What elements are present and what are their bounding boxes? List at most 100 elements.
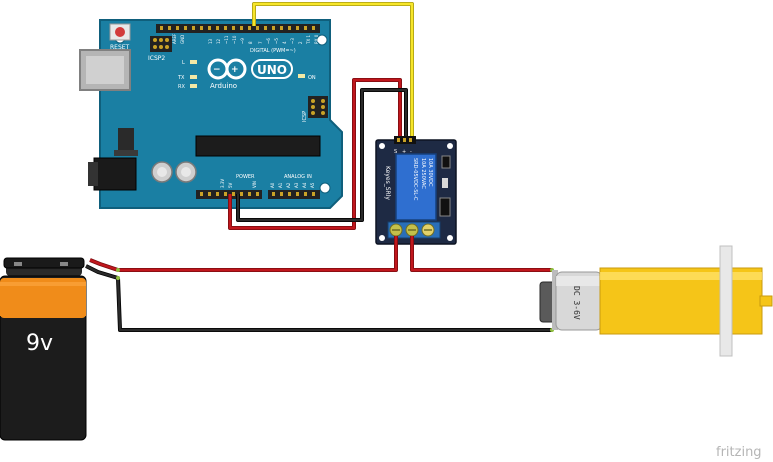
header-pin — [184, 26, 187, 30]
status-leds: L TX RX ON — [177, 60, 316, 90]
header-pin — [176, 26, 179, 30]
pin-label: ~3 — [290, 38, 295, 44]
vin-pin-label: VIN — [252, 181, 257, 188]
aref-pin-label: AREF — [172, 33, 177, 44]
pin-label: 13 — [208, 38, 213, 44]
pin-label: A0 — [270, 182, 275, 188]
header-pin — [256, 26, 259, 30]
header-pin — [312, 26, 315, 30]
v5-pin-label: 5V — [228, 182, 233, 188]
icsp2-header — [150, 36, 172, 52]
icsp-label: ICSP — [302, 111, 308, 122]
header-pin — [280, 26, 283, 30]
header-pin — [240, 192, 243, 196]
header-pin — [200, 192, 203, 196]
header-pin — [248, 192, 251, 196]
battery-label: 9v — [26, 331, 53, 356]
header-pin — [296, 26, 299, 30]
v33-pin-label: 3.3V — [220, 179, 225, 188]
header-pin — [248, 26, 251, 30]
pin-label: A4 — [302, 182, 307, 188]
pin-label: ~5 — [274, 38, 279, 44]
header-pin — [312, 192, 315, 196]
header-pin — [224, 192, 227, 196]
header-pin — [160, 26, 163, 30]
pin-label: A2 — [286, 182, 291, 188]
header-pin — [192, 26, 195, 30]
dc-jack — [93, 157, 137, 191]
pin-label: TX 1 — [306, 35, 311, 45]
header-pin — [288, 26, 291, 30]
pin-label: A1 — [278, 182, 283, 188]
pin-label: A5 — [310, 182, 315, 188]
relay-pin-minus — [409, 138, 412, 142]
tx-label: TX — [177, 75, 185, 81]
analog-label: ANALOG IN — [284, 174, 312, 180]
header-pin — [272, 26, 275, 30]
pin-label: 4 — [282, 41, 287, 44]
relay-brand-label: Keyes_SRly — [384, 166, 391, 200]
header-pin — [232, 26, 235, 30]
voltage-regulator — [118, 128, 134, 150]
pin-label: RX 0 — [314, 34, 319, 44]
header-pin — [296, 192, 299, 196]
relay-spec1-label: 10A 250VAC — [420, 158, 426, 189]
arduino-uno-board: RESET ICSP 2 DIGITAL (PWM=~) 13 12 ~11 ~1… — [79, 19, 343, 209]
header-pin — [208, 26, 211, 30]
pin-label: A3 — [294, 182, 299, 188]
power-label: POWER — [236, 174, 255, 180]
digital-header — [156, 24, 320, 33]
header-pin — [280, 192, 283, 196]
relay-module: S + - SRD-05VDC-SL-C 10A 250VAC 10A 30VD… — [375, 136, 457, 245]
gnd-pin-label: GND — [180, 35, 185, 44]
header-pin — [240, 26, 243, 30]
header-pin — [232, 192, 235, 196]
model-label: UNO — [257, 63, 287, 77]
pin-label: 8 — [248, 41, 253, 44]
header-pin — [272, 192, 275, 196]
relay-cube — [395, 153, 437, 221]
reset-label: RESET — [110, 44, 130, 51]
on-label: ON — [308, 75, 316, 81]
pin-label: ~6 — [266, 38, 271, 44]
dc-gear-motor: DC 3-6V — [539, 245, 773, 357]
pin-label: 7 — [258, 41, 263, 44]
relay-model-label: SRD-05VDC-SL-C — [412, 158, 418, 201]
svg-text:+: + — [231, 65, 239, 75]
atmega-chip — [195, 135, 321, 157]
l-label: L — [182, 60, 185, 66]
pin-label: ~11 — [224, 35, 229, 44]
relay-spec2-label: 10A 30VDC — [427, 158, 433, 187]
pin-label: ~9 — [240, 38, 245, 44]
motor-label: DC 3-6V — [572, 286, 581, 320]
header-pin — [216, 192, 219, 196]
header-pin — [304, 192, 307, 196]
analog-header — [268, 190, 320, 199]
header-pin — [208, 192, 211, 196]
digital-pin-labels: 13 12 ~11 ~10 ~9 8 7 ~6 ~5 4 ~3 2 TX 1 R… — [208, 34, 319, 45]
relay-led — [441, 155, 451, 169]
wires-control — [228, 2, 414, 230]
fritzing-watermark: fritzing — [716, 445, 762, 460]
wire-red-battery-to-relay — [89, 236, 398, 272]
relay-pin-s — [397, 138, 400, 142]
header-pin — [256, 192, 259, 196]
pin-label: 12 — [216, 38, 221, 44]
header-pin — [216, 26, 219, 30]
digital-label: DIGITAL (PWM=~) — [250, 48, 296, 54]
analog-pin-labels: A0 A1 A2 A3 A4 A5 — [270, 182, 315, 188]
arduino-logo: − + UNO Arduino — [207, 58, 293, 90]
pin-label: 2 — [298, 41, 303, 44]
rx-label: RX — [178, 84, 185, 90]
header-pin — [200, 26, 203, 30]
wires-power — [85, 236, 554, 332]
icsp-header — [308, 96, 328, 118]
wire-black-battery-to-motor — [85, 264, 552, 332]
pin-label: ~10 — [232, 35, 237, 44]
header-pin — [224, 26, 227, 30]
header-pin — [264, 26, 267, 30]
relay-pin-label-minus: - — [410, 149, 412, 155]
relay-diode — [439, 197, 451, 217]
